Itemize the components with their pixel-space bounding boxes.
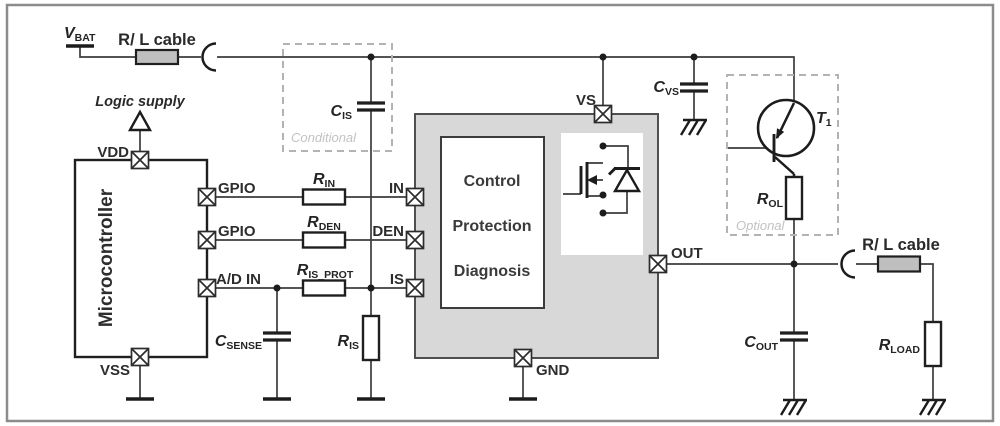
cvs-label: CVS (653, 79, 679, 98)
t1-label: T1 (816, 110, 832, 129)
block-line-2: Protection (452, 218, 531, 235)
adin-label: A/D IN (216, 271, 261, 288)
pin-out (648, 254, 668, 274)
rload-resistor-icon (923, 320, 943, 368)
optional-label: Optional (736, 218, 786, 233)
cout-label: COUT (744, 334, 778, 353)
junction-dots (273, 53, 798, 292)
pin-den (405, 230, 425, 250)
image-border (5, 3, 995, 423)
cable-break-icon-right (840, 249, 857, 279)
cable-resistor-left (134, 48, 180, 66)
vbat-terminal: VBAT (64, 25, 96, 48)
conditional-label: Conditional (291, 130, 357, 145)
cable-right: R/ L cable (840, 236, 940, 279)
cis-label: CIS (331, 103, 352, 122)
pin-gpio1 (197, 187, 217, 207)
cable-left-label: R/ L cable (118, 31, 196, 49)
body-diode-icon (607, 167, 642, 193)
is-label: IS (390, 271, 404, 288)
t1-transistor-icon (756, 98, 816, 177)
vdd-label: VDD (97, 144, 129, 161)
pin-vss (130, 347, 150, 367)
ris-label: RIS (338, 333, 359, 352)
csense-capacitor-icon (261, 331, 293, 342)
den-label: DEN (372, 223, 404, 240)
ground-icon-cvs (679, 118, 709, 137)
mosfet-icon (563, 145, 629, 214)
out-label: OUT (671, 245, 703, 262)
block-line-1: Control (464, 173, 521, 190)
gnd-label: GND (536, 362, 570, 379)
gpio2-label: GPIO (218, 223, 256, 240)
gpio1-label: GPIO (218, 180, 256, 197)
cable-break-icon-left (201, 42, 218, 72)
smart-switch-ic: Control Protection Diagnosis VS IN DEN I… (372, 92, 702, 379)
pin-gpio2 (197, 230, 217, 250)
microcontroller-label: Microcontroller (96, 188, 117, 327)
pin-in (405, 187, 425, 207)
cvs-group: CVS (653, 79, 710, 137)
rden-label: RDEN (307, 214, 341, 233)
risprot-label: RIS_PROT (297, 262, 354, 281)
mosfet-arrow (587, 175, 597, 185)
logic-supply: Logic supply (95, 94, 186, 132)
vs-label: VS (576, 92, 596, 109)
pin-is (405, 278, 425, 298)
vss-label: VSS (100, 362, 130, 379)
optional-dashed-box (726, 74, 839, 236)
conditional-group: Conditional CIS (282, 43, 393, 152)
csense-label: CSENSE (215, 333, 262, 352)
rol-resistor-icon (784, 175, 804, 221)
microcontroller-block: Microcontroller VDD GPIO GPIO A/D IN VSS (73, 144, 261, 379)
logic-supply-label: Logic supply (95, 94, 185, 110)
control-block (440, 136, 545, 309)
ris-group: RIS (338, 314, 381, 362)
pin-vs (593, 104, 613, 124)
rden-resistor-icon (301, 231, 347, 249)
pin-adin (197, 278, 217, 298)
cable-resistor-right (876, 255, 922, 273)
rload-label: RLOAD (879, 337, 921, 356)
rload-group: RLOAD (879, 320, 948, 417)
cable-left: R/ L cable (118, 31, 218, 72)
cout-group: COUT (744, 331, 810, 417)
optional-group: Optional T1 ROL (726, 74, 839, 236)
ground-icon-rload (918, 398, 948, 417)
cvs-capacitor-icon (678, 82, 710, 93)
vbat-label: VBAT (64, 25, 96, 44)
rin-label: RIN (313, 171, 335, 190)
t1-emitter-arrow (776, 128, 785, 139)
csense-group: CSENSE (215, 331, 293, 352)
cout-capacitor-icon (778, 331, 810, 342)
risprot-resistor-icon (301, 279, 347, 297)
ground-icon-cout (779, 398, 809, 417)
supply-triangle-icon (127, 109, 153, 132)
rin-resistor-icon (301, 188, 347, 206)
microcontroller-box (73, 158, 209, 359)
cis-capacitor-icon (355, 101, 387, 112)
cable-right-label: R/ L cable (862, 236, 940, 254)
conditional-dashed-box (282, 43, 393, 152)
series-resistors: RIN RDEN RIS_PROT (297, 171, 354, 297)
pin-vdd (130, 150, 150, 170)
block-line-3: Diagnosis (454, 263, 531, 280)
pin-gnd (513, 348, 533, 368)
in-label: IN (389, 180, 404, 197)
ris-resistor-icon (361, 314, 381, 362)
rol-label: ROL (757, 191, 784, 210)
